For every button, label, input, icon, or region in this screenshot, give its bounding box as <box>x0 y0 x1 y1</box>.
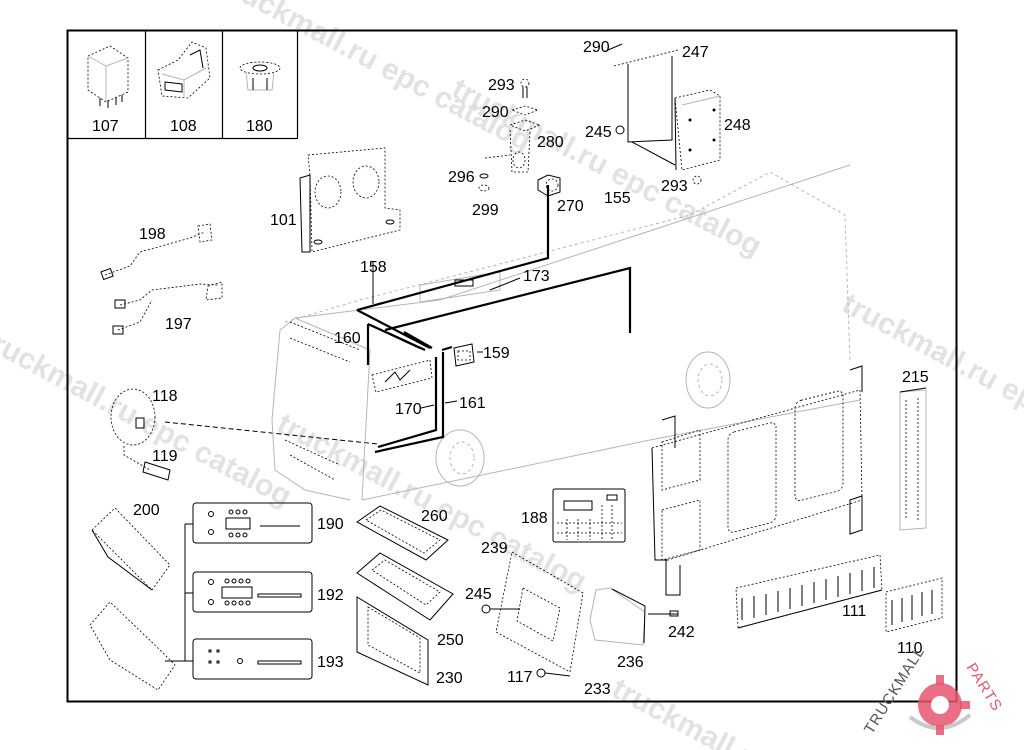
diagram-frame <box>66 29 958 703</box>
strip-215 <box>899 387 927 531</box>
wiring-harness <box>356 185 632 454</box>
fastener-group <box>478 78 561 197</box>
watermark-text: truckmall.ru epc catalog <box>447 72 767 263</box>
callout-293: 293 <box>661 178 688 195</box>
callout-239: 239 <box>481 540 508 557</box>
housing-236 <box>589 587 646 646</box>
callout-101: 101 <box>270 212 297 229</box>
lamp-118 <box>110 388 171 481</box>
callout-242: 242 <box>668 624 695 641</box>
cable-198 <box>100 223 213 281</box>
callout-118: 118 <box>152 388 178 405</box>
callout-155: 155 <box>604 190 631 207</box>
callout-193: 193 <box>317 654 344 671</box>
housing-200b <box>89 601 176 691</box>
leader-118 <box>164 421 379 445</box>
callout-290: 290 <box>583 39 610 56</box>
callout-245: 245 <box>585 124 612 141</box>
relay-icon <box>87 45 129 108</box>
inset-parts-table: 107 108 180 <box>67 30 299 140</box>
harness-155 <box>384 266 632 333</box>
panel-tree <box>165 523 193 662</box>
callout-270: 270 <box>557 198 584 215</box>
callout-170: 170 <box>395 401 422 418</box>
mounting-plate <box>651 365 863 596</box>
cable-197 <box>112 281 223 335</box>
housing-200 <box>91 507 171 591</box>
screw-245 <box>481 604 491 614</box>
callout-173: 173 <box>523 268 550 285</box>
switch-159 <box>453 343 475 367</box>
control-unit-248 <box>607 43 721 185</box>
inset-part-number: 107 <box>92 118 119 135</box>
callout-110: 110 <box>897 640 923 657</box>
callout-280: 280 <box>537 134 564 151</box>
callout-190: 190 <box>317 516 344 533</box>
callout-290: 290 <box>482 104 509 121</box>
callout-198: 198 <box>139 226 166 243</box>
truckmall-parts-logo: TRUCKMALL PARTS <box>861 643 1005 737</box>
callout-111: 111 <box>842 603 866 620</box>
callout-293: 293 <box>488 77 515 94</box>
bezel-239 <box>495 551 584 673</box>
truck-outline <box>271 164 861 501</box>
callout-299: 299 <box>472 202 499 219</box>
panel-192 <box>192 571 313 613</box>
gear-icon <box>908 675 972 735</box>
bracket-101 <box>299 147 401 253</box>
frame-250 <box>356 552 454 621</box>
callout-160: 160 <box>334 330 361 347</box>
callout-192: 192 <box>317 587 344 604</box>
callout-158: 158 <box>360 259 387 276</box>
callout-245: 245 <box>465 586 492 603</box>
harness-161 <box>374 352 445 454</box>
harness-158 <box>356 185 550 312</box>
callout-188: 188 <box>521 510 548 527</box>
callout-250: 250 <box>437 632 464 649</box>
callout-159: 159 <box>483 345 510 362</box>
callout-215: 215 <box>902 369 929 386</box>
keypad-188 <box>552 488 626 543</box>
callout-161: 161 <box>459 395 486 412</box>
cover-260 <box>356 505 449 561</box>
callout-236: 236 <box>617 654 644 671</box>
callout-260: 260 <box>421 508 448 525</box>
callout-200: 200 <box>133 502 160 519</box>
fuse-strip-110 <box>885 577 943 633</box>
watermark-text: truckmall.ru epc catalog <box>272 407 592 598</box>
callout-230: 230 <box>436 670 463 687</box>
callout-296: 296 <box>448 169 475 186</box>
inset-part-number: 108 <box>170 118 197 135</box>
callout-247: 247 <box>682 44 709 61</box>
callout-119: 119 <box>152 448 178 465</box>
harness-160 <box>356 309 431 365</box>
screw-117 <box>536 668 546 678</box>
callout-117: 117 <box>507 669 533 686</box>
callout-233: 233 <box>584 681 611 698</box>
relay-socket-icon <box>157 41 211 99</box>
callout-248: 248 <box>724 117 751 134</box>
inset-part-number: 180 <box>246 118 273 135</box>
harness-170 <box>377 357 438 449</box>
housing-230 <box>356 596 429 686</box>
watermark-text: truckmall.ru epc catalog <box>837 287 1024 478</box>
grommet-icon <box>239 61 281 91</box>
fuse-strip-111 <box>735 554 883 629</box>
panel-190 <box>192 502 313 544</box>
callout-197: 197 <box>165 316 192 333</box>
panel-193 <box>192 638 313 680</box>
watermark-text: truckmall.ru epc catalog <box>0 322 297 513</box>
